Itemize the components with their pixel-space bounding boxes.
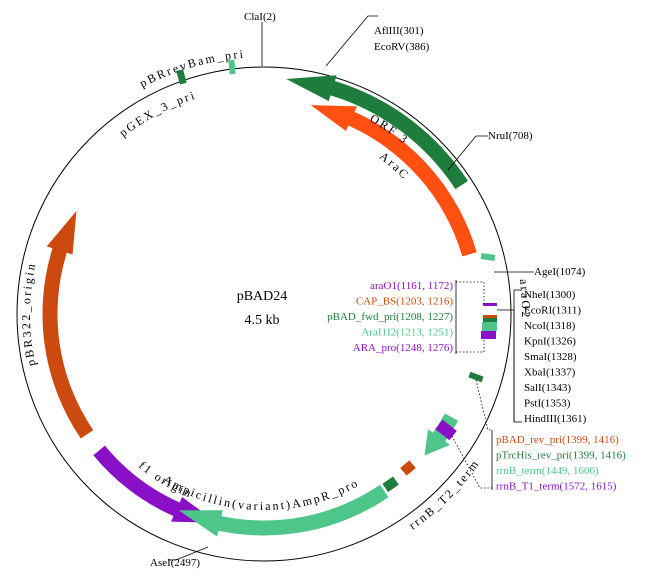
feature-label: rrnB_term(1449, 1606) xyxy=(496,465,599,477)
pgex3-marker xyxy=(228,59,236,75)
left-feature-list: araO1(1161, 1172) CAP_BS(1203, 1216) pBAD_… xyxy=(327,280,453,354)
feature-arc-pbr322-origin xyxy=(42,210,94,439)
label-rrnbt2: rrnB_T2_term xyxy=(406,456,482,532)
feature-label: rrnB_T1_term(1572, 1615) xyxy=(496,481,617,493)
feature-arc-arac xyxy=(310,105,477,257)
label-arao2: araO2 xyxy=(517,278,533,320)
pbr-rev-bam-marker xyxy=(176,69,187,85)
feature-label: pBAD_rev_pri(1399, 1416) xyxy=(496,434,619,446)
arao1-marker xyxy=(483,303,497,306)
site-ecorv: EcoRV(386) xyxy=(374,41,430,53)
site-afliii: AflIII(301) xyxy=(374,25,424,37)
arai1i2-marker xyxy=(482,322,497,331)
mcs-site: SmaI(1328) xyxy=(524,351,577,363)
site-nrui: NruI(708) xyxy=(488,130,533,142)
feature-label: AraI1I2(1213, 1251) xyxy=(361,327,453,339)
label-pbr322: pBR322_origin xyxy=(19,260,39,367)
feature-arcs xyxy=(42,75,477,537)
feature-arc-orf-3 xyxy=(286,75,468,190)
feature-label: CAP_BS(1203, 1216) xyxy=(356,296,454,308)
feature-label: araO1(1161, 1172) xyxy=(370,280,453,292)
feature-arc-rrnb-term-arrow xyxy=(424,413,459,456)
site-asei: AseI(2497) xyxy=(150,557,200,569)
ptrchis-marker xyxy=(468,371,484,383)
mcs-site: KpnI(1326) xyxy=(524,336,576,348)
mcs-site: PstI(1353) xyxy=(524,398,571,410)
plasmid-name: pBAD24 xyxy=(237,289,288,304)
mcs-site: XbaI(1337) xyxy=(524,367,576,379)
feature-label: pBAD_fwd_pri(1208, 1227) xyxy=(327,311,453,323)
arao2-marker xyxy=(480,253,496,261)
ampr-pro-marker xyxy=(382,476,399,493)
rrnb-t1-marker xyxy=(435,419,457,441)
feature-label: pTrcHis_rev_pri(1399, 1416) xyxy=(496,450,626,462)
pbad-fwd-marker xyxy=(483,318,497,322)
mcs-site: EcoRI(1311) xyxy=(524,305,581,317)
site-agei: AgeI(1074) xyxy=(534,266,586,278)
feature-arc-ampr xyxy=(179,484,389,537)
right-feature-list: pBAD_rev_pri(1399, 1416) pTrcHis_rev_pri(… xyxy=(496,434,626,493)
feature-label: ARA_pro(1248, 1276) xyxy=(353,342,454,354)
cap-bs-marker xyxy=(483,315,497,318)
mcs-site-list: NheI(1300) EcoRI(1311) NcoI(1318) KpnI(1326… xyxy=(524,289,587,425)
site-clai: ClaI(2) xyxy=(244,11,276,23)
mcs-site: HindIII(1361) xyxy=(524,413,587,425)
mcs-site: NcoI(1318) xyxy=(524,320,576,332)
feature-arc-f1-origin xyxy=(93,445,218,523)
mcs-site: NheI(1300) xyxy=(524,289,576,301)
label-pgex: pGEX_3_pri xyxy=(116,88,198,140)
mcs-site: SalI(1343) xyxy=(524,382,571,394)
ara-pro-marker xyxy=(481,331,496,339)
rrnb-t2-marker xyxy=(400,460,416,476)
plasmid-size: 4.5 kb xyxy=(245,313,280,328)
backbone-circle xyxy=(16,66,512,562)
